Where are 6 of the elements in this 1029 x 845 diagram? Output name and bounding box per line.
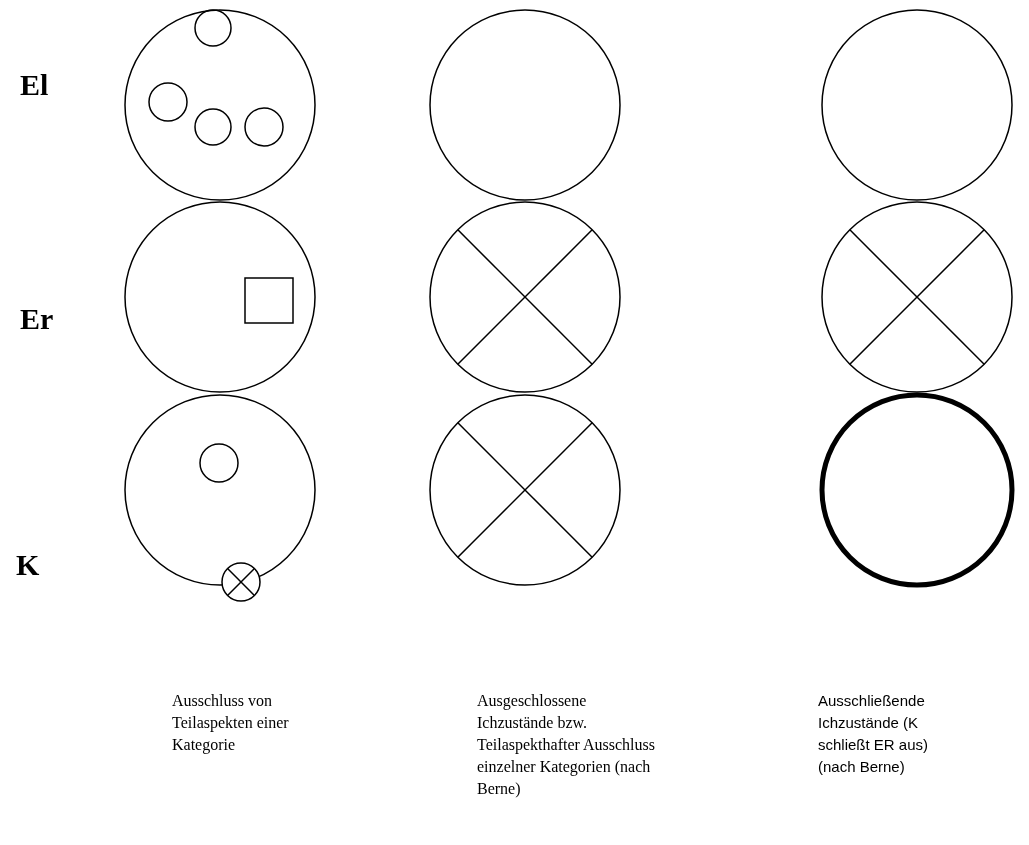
caption-text: Ausgeschlossene Ichzustände bzw. Teilaspekthafter Ausschluss einzelner Kategorien (nach Berne) — [477, 691, 656, 799]
caption-text: Ausschließende Ichzustände (K schließt ER aus) (nach Berne) — [818, 691, 930, 777]
row-label: El — [20, 68, 49, 102]
caption-text: Ausschluss von Teilaspekten einer Kategorie — [172, 691, 290, 756]
row-label: Er — [20, 302, 54, 336]
row-label: K — [16, 548, 40, 582]
